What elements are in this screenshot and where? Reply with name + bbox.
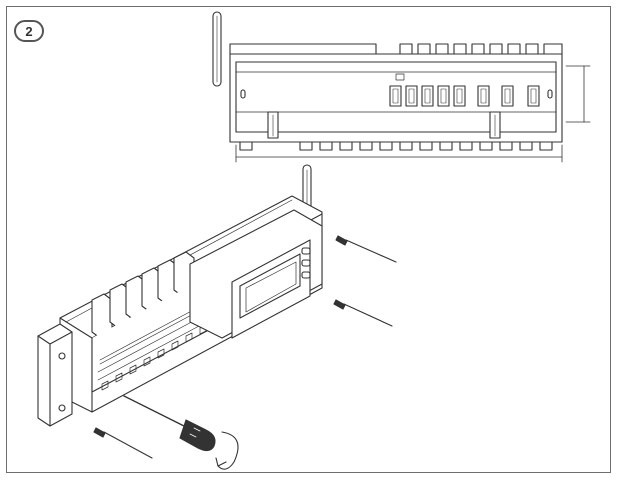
display-module: [189, 209, 323, 339]
dimension-lines: [235, 65, 591, 163]
step-number-badge: 2: [14, 20, 44, 42]
screw-icon: [335, 235, 397, 263]
terminal-windows: [389, 85, 540, 107]
top-view-controller: [212, 11, 591, 163]
rotation-arrow-icon: [215, 431, 239, 470]
isometric-controller: [37, 164, 397, 470]
screw-icon: [333, 299, 393, 327]
antenna-icon: [212, 11, 222, 87]
screw-icon: [93, 427, 153, 459]
screwdriver-icon: [123, 395, 216, 452]
